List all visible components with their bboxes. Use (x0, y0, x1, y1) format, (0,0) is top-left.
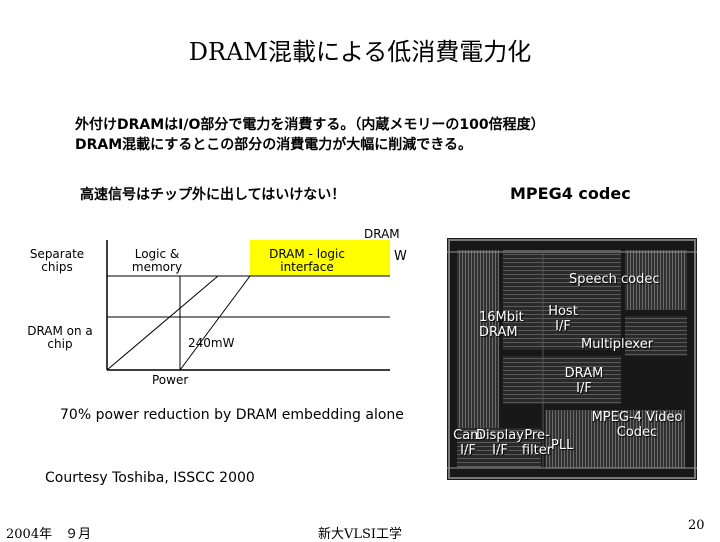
multiplexer-label: Multiplexer (581, 337, 654, 352)
pre-filter-label: Pre- filter (521, 428, 553, 458)
chip-micrograph: Speech codec 16Mbit DRAM Host I/F Multip… (447, 238, 697, 480)
power-240-label: 240mW (188, 336, 235, 350)
comparison-line-2 (179, 275, 251, 371)
footer-date: 2004年 ９月 (6, 527, 92, 542)
dram-if-label: DRAM I/F (564, 366, 604, 396)
display-if-label: Display I/F (476, 428, 524, 458)
power-axis-label: Power (152, 373, 189, 387)
w-suffix-label: W (394, 249, 407, 264)
page-title: DRAM混載による低消費電力化 (188, 38, 532, 66)
reduction-text: 70% power reduction by DRAM embedding al… (60, 407, 404, 423)
interface-power-block (250, 240, 390, 276)
mpeg4-video-codec-label: MPEG-4 Video Codec (591, 410, 683, 440)
chip-texture (447, 238, 697, 480)
speech-codec-label: Speech codec (569, 272, 660, 287)
dram-on-chip-label: DRAM on a chip (27, 324, 93, 351)
footer-org: 新大VLSI工学 (318, 527, 403, 542)
intro-line-1: 外付けDRAMはI/O部分で電力を消費する。（内蔵メモリーの100倍程度） (75, 117, 545, 133)
cam-if-label: Cam I/F (453, 428, 483, 458)
logic-memory-label: Logic & memory (131, 247, 183, 274)
mpeg-title: MPEG4 codec (510, 184, 631, 203)
comparison-line (106, 275, 219, 371)
courtesy-text: Courtesy Toshiba, ISSCC 2000 (45, 470, 255, 486)
warning-text: 高速信号はチップ外に出してはいけない！ (80, 187, 346, 203)
dram-16mbit-label: 16Mbit DRAM (479, 310, 524, 340)
intro-line-2: DRAM混載にするとこの部分の消費電力が大幅に削減できる。 (75, 137, 473, 153)
pll-label: PLL (551, 438, 574, 453)
separate-chips-label: Separate chips (29, 247, 85, 274)
host-if-label: Host I/F (548, 304, 578, 334)
dram-logic-interface-label: DRAM - logic interface (269, 247, 345, 274)
intro-text: 外付けDRAMはI/O部分で電力を消費する。（内蔵メモリーの100倍程度） DR… (75, 115, 545, 155)
dram-label: DRAM (364, 227, 400, 241)
page-number: 20 (688, 518, 705, 533)
